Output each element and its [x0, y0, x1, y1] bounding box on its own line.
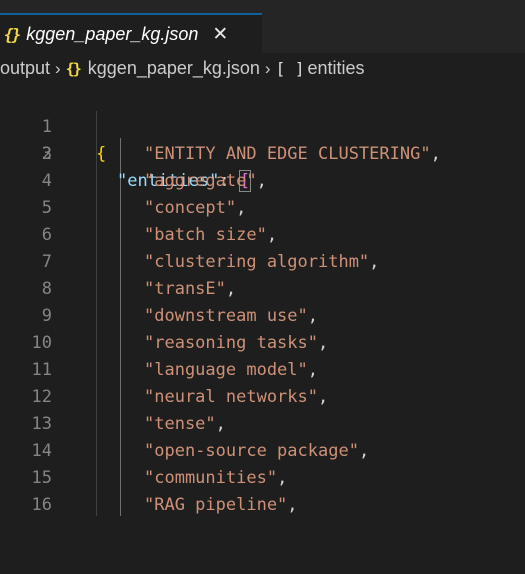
line-number: 6 [41, 225, 52, 245]
breadcrumb-file-label: kggen_paper_kg.json [87, 58, 260, 78]
line-number: 4 [41, 171, 52, 191]
array-symbol-icon: [ ] [275, 59, 305, 78]
json-file-icon: {} [65, 60, 82, 78]
code-line[interactable]: 16 "RAG pipeline", [0, 492, 525, 519]
chevron-right-icon: › [264, 58, 271, 78]
breadcrumb-symbol[interactable]: [ ]entities [276, 58, 365, 79]
code-line[interactable]: 11 "language model", [0, 357, 525, 384]
line-number: 3 [41, 144, 52, 164]
comma: , [236, 198, 247, 218]
code-line[interactable]: 2 "entities": [ [0, 114, 525, 192]
comma: , [215, 414, 226, 434]
comma: , [430, 144, 441, 164]
entity-string: "concept" [144, 198, 237, 218]
code-line[interactable]: 6 "batch size", [0, 222, 525, 249]
json-key: "entities" [117, 171, 220, 191]
comma: , [358, 441, 370, 461]
code-editor[interactable]: 1 { 2 "entities": [ 3 "ENTITY AND EDGE CL… [0, 84, 525, 574]
code-line[interactable]: 12 "neural networks", [0, 384, 525, 411]
indent-guide-active [120, 138, 121, 516]
entity-string: "reasoning tasks" [144, 333, 318, 353]
code-line[interactable]: 7 "clustering algorithm", [0, 249, 525, 276]
entity-string: "open-source package" [144, 441, 359, 461]
code-line[interactable]: 10 "reasoning tasks", [0, 330, 525, 357]
entity-string: "clustering algorithm" [144, 252, 370, 272]
breadcrumb: output › {} kggen_paper_kg.json › [ ]enti… [0, 53, 525, 84]
line-number: 2 [41, 144, 52, 164]
breadcrumb-symbol-label: entities [307, 58, 365, 78]
breadcrumb-file[interactable]: {} kggen_paper_kg.json [66, 58, 260, 79]
code-line[interactable]: 4 "aggregate", [0, 168, 525, 195]
colon: : [219, 171, 240, 191]
comma: , [318, 387, 329, 407]
tab-bar: {} kggen_paper_kg.json ✕ [0, 0, 525, 53]
chevron-right-icon: › [55, 58, 61, 78]
comma: , [369, 252, 380, 272]
indent-guide [96, 111, 97, 516]
line-number: 9 [41, 306, 52, 326]
line-number: 13 [31, 414, 52, 434]
comma: , [307, 306, 319, 326]
line-number: 10 [31, 333, 52, 353]
entity-string: "language model" [144, 360, 308, 380]
line-number: 11 [31, 360, 52, 380]
line-number: 7 [41, 252, 52, 272]
entity-string: "downstream use" [144, 306, 308, 326]
entity-string: "transE" [144, 279, 226, 299]
comma: , [225, 279, 237, 299]
line-number: 1 [41, 117, 52, 137]
comma: , [256, 171, 267, 191]
close-icon[interactable]: ✕ [212, 23, 229, 45]
entity-string: "RAG pipeline" [144, 495, 288, 515]
code-line[interactable]: 3 "ENTITY AND EDGE CLUSTERING", [0, 141, 525, 168]
breadcrumb-folder[interactable]: output [0, 58, 51, 78]
entity-string: "neural networks" [144, 387, 318, 407]
comma: , [266, 225, 278, 245]
comma: , [287, 495, 298, 515]
entity-string: "tense" [144, 414, 216, 434]
code-line[interactable]: 1 { [0, 87, 525, 164]
comma: , [318, 333, 329, 353]
entity-string: "aggregate" [144, 171, 257, 191]
line-number: 16 [31, 495, 52, 515]
entity-string: "batch size" [144, 225, 267, 245]
code-line[interactable]: 9 "downstream use", [0, 303, 525, 330]
json-file-icon: {} [4, 24, 21, 44]
code-line[interactable]: 13 "tense", [0, 411, 525, 438]
code-line[interactable]: 15 "communities", [0, 465, 525, 492]
comma: , [277, 468, 288, 488]
tab-kggen-paper-kg[interactable]: {} kggen_paper_kg.json ✕ [0, 13, 262, 53]
entity-string: "ENTITY AND EDGE CLUSTERING" [144, 144, 431, 164]
code-line[interactable]: 14 "open-source package", [0, 438, 525, 465]
open-bracket: [ [238, 170, 252, 192]
line-number: 5 [41, 198, 52, 218]
line-number: 14 [31, 441, 52, 461]
line-number: 12 [31, 387, 52, 407]
code-line[interactable]: 8 "transE", [0, 276, 525, 303]
code-line[interactable]: 5 "concept", [0, 195, 525, 222]
line-number: 15 [31, 468, 52, 488]
tab-label: kggen_paper_kg.json [26, 23, 199, 44]
comma: , [307, 360, 319, 380]
entity-string: "communities" [144, 468, 278, 488]
line-number: 8 [41, 279, 52, 299]
open-brace: { [96, 144, 107, 164]
